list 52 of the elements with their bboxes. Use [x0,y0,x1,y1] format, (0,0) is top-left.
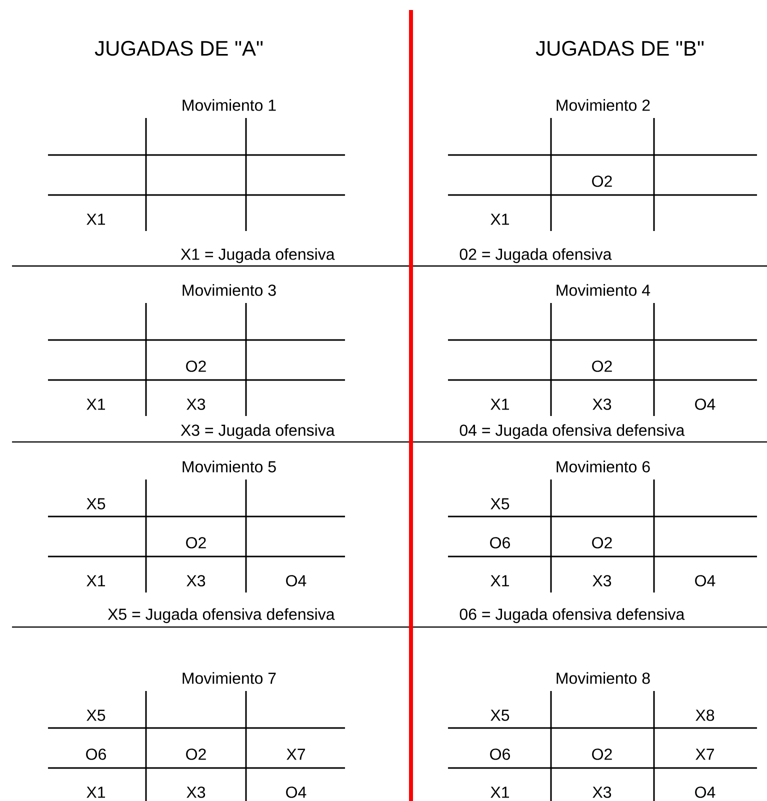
board-mark: X1 [86,575,105,586]
move-title: Movimiento 5 [182,460,276,472]
move-title: Movimiento 6 [556,460,650,472]
column-heading: JUGADAS DE "B" [536,40,704,56]
move-caption: 02 = Jugada ofensiva [460,248,612,264]
board-mark: X1 [86,786,105,798]
board-mark: O4 [695,575,716,586]
move-title: Movimiento 2 [556,99,650,111]
board-mark: O2 [186,537,206,548]
move-title: Movimiento 1 [182,99,276,111]
board-mark: X5 [86,710,106,721]
board-mark: X3 [592,575,612,586]
move-caption: 06 = Jugada ofensiva defensiva [460,608,685,624]
board-mark: O6 [490,537,510,548]
board-mark: X7 [286,748,305,760]
board-mark: X5 [490,710,510,721]
board-mark: O6 [86,748,106,760]
move-caption: X1 = Jugada ofensiva [180,248,335,264]
board-mark: O2 [592,748,612,760]
board-mark: X3 [186,575,206,586]
board-mark: X5 [86,498,106,510]
move-caption: X3 = Jugada ofensiva [180,424,335,440]
board-mark: X1 [490,575,509,586]
move-title: Movimiento 4 [556,284,650,296]
board-mark: O2 [592,537,612,548]
move-title: Movimiento 3 [182,284,276,296]
board-mark: X1 [86,398,105,410]
board-mark: X3 [592,398,612,410]
board-mark: O2 [592,360,612,372]
board-mark: X8 [696,710,714,721]
board-mark: O2 [186,748,206,760]
board-mark: X1 [490,786,509,798]
board-mark: O4 [695,398,716,410]
board-mark: O2 [592,176,612,187]
board-mark: X5 [490,498,510,510]
board-mark: X1 [490,214,509,225]
board-mark: O6 [490,748,510,760]
board-mark: X3 [186,398,206,410]
board-mark: X1 [490,398,509,410]
board-mark: O4 [286,786,306,798]
board-mark: O4 [286,575,306,586]
board-mark: O4 [695,786,716,798]
board-mark: X7 [696,748,714,760]
board-mark: X1 [86,214,105,225]
move-title: Movimiento 8 [556,672,650,684]
column-heading: JUGADAS DE "A" [94,40,263,56]
board-mark: X3 [592,786,612,798]
move-title: Movimiento 7 [182,672,276,684]
board-mark: O2 [186,360,206,372]
move-caption: X5 = Jugada ofensiva defensiva [108,608,335,624]
move-caption: 04 = Jugada ofensiva defensiva [460,424,685,440]
board-mark: X3 [186,786,206,798]
